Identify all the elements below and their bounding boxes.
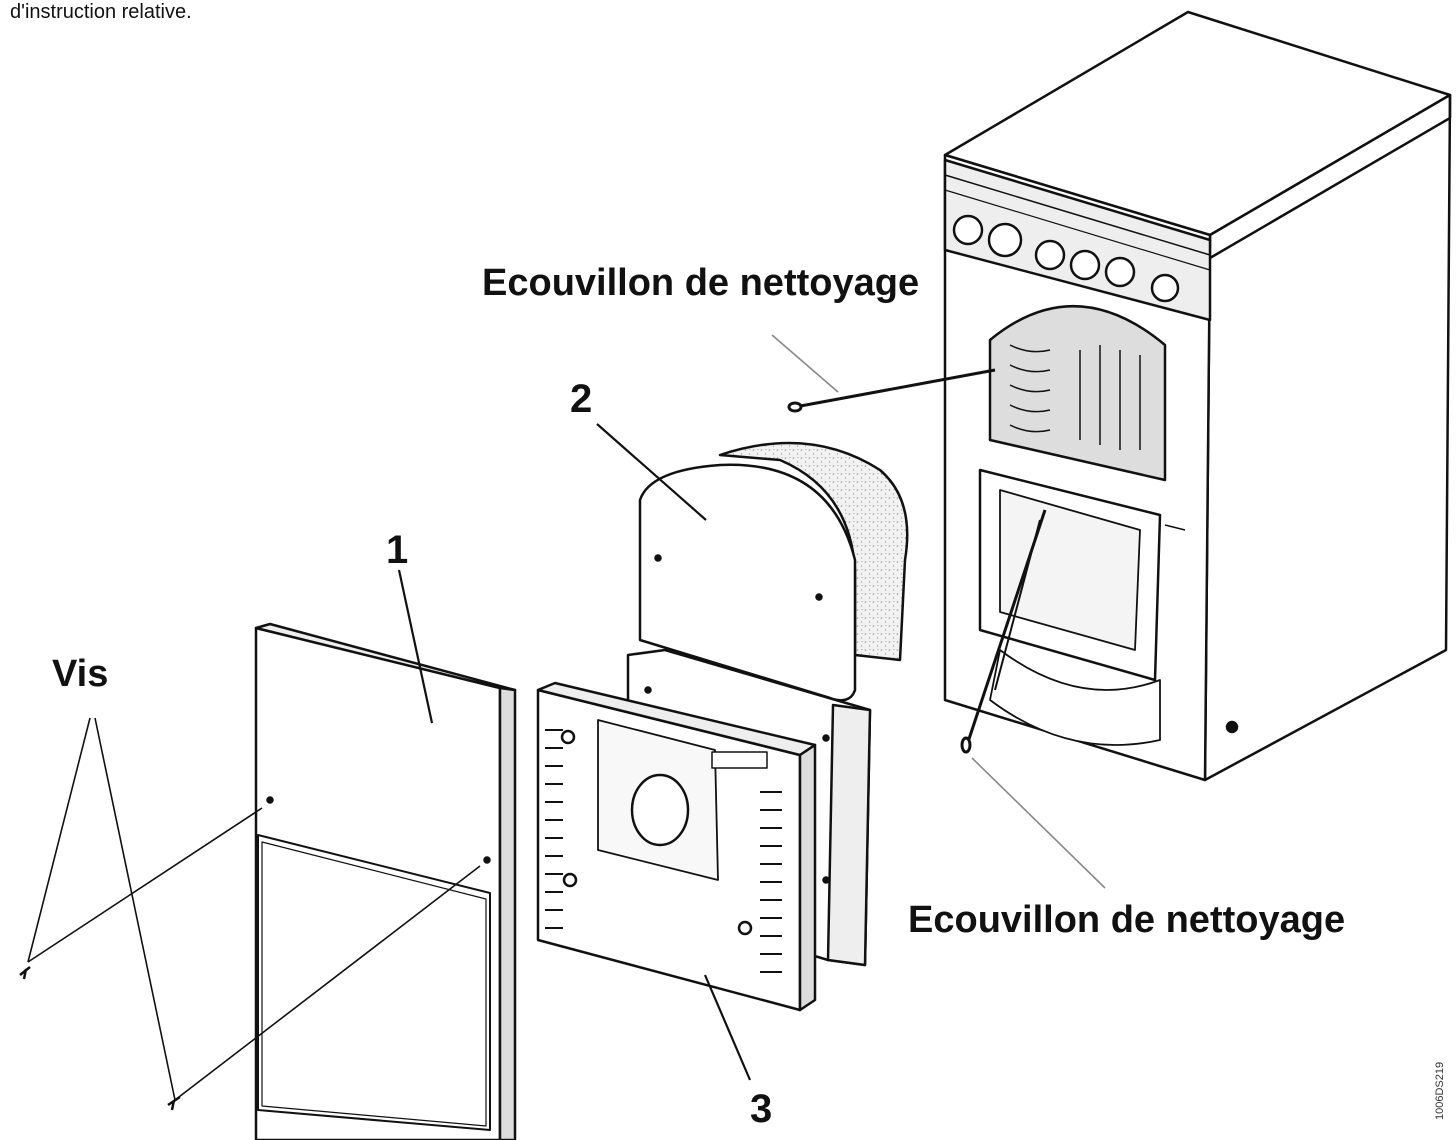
part-3-burner-plate bbox=[536, 681, 817, 1012]
boiler-unit bbox=[943, 10, 1452, 782]
screw-icons bbox=[19, 966, 181, 1111]
leader-lines bbox=[27, 334, 1106, 1101]
figure-id: 1006DS219 bbox=[1434, 1062, 1446, 1120]
label-part-2: 2 bbox=[570, 377, 592, 421]
header-text: d'instruction relative. bbox=[10, 1, 192, 23]
label-brush-top: Ecouvillon de nettoyage bbox=[482, 262, 919, 304]
label-part-1: 1 bbox=[386, 528, 408, 572]
label-part-3: 3 bbox=[750, 1087, 772, 1131]
screw-icon bbox=[19, 966, 31, 980]
label-screws: Vis bbox=[52, 653, 108, 695]
cleaning-brush-bottom bbox=[960, 509, 1047, 754]
part-1-front-panel bbox=[254, 622, 517, 1140]
screw-icon bbox=[167, 1095, 181, 1111]
label-brush-bottom: Ecouvillon de nettoyage bbox=[908, 899, 1345, 941]
cleaning-brush-top bbox=[787, 368, 996, 413]
